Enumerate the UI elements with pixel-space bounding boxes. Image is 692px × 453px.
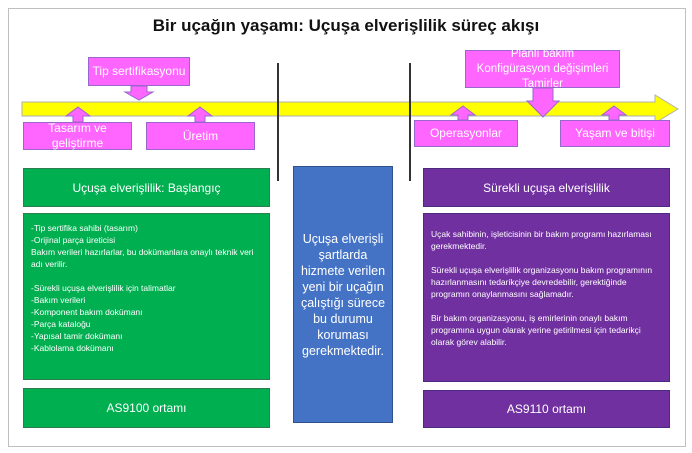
diagram-frame [8, 8, 686, 447]
continuing-paragraph: Bir bakım organizasyonu, iş emirlerinin … [431, 313, 641, 347]
initial-body: -Tip sertifika sahibi (tasarım) -Orijina… [23, 213, 270, 380]
divider-line [277, 63, 279, 181]
center-note: Uçuşa elverişli şartlarda hizmete verile… [293, 166, 393, 423]
arrow-planli-bakim [525, 87, 561, 118]
timeline-arrow [21, 94, 679, 124]
initial-line: -Tip sertifika sahibi (tasarım) [31, 223, 138, 233]
initial-line: -Orijinal parça üreticisi [31, 235, 116, 245]
arrow-tip-sertifikasyonu [123, 85, 155, 101]
arrow-operasyonlar [449, 105, 477, 121]
initial-line: -Bakım verileri [31, 295, 86, 305]
phase-tasarim: Tasarım ve geliştirme [23, 121, 132, 150]
initial-line: -Parça kataloğu [31, 319, 91, 329]
continuing-footer: AS9110 ortamı [423, 390, 670, 428]
initial-footer: AS9100 ortamı [23, 388, 270, 428]
phase-planli-bakim: Planlı bakım Konfigürasyon değişimleri T… [465, 48, 620, 90]
initial-line: -Sürekli uçuşa elverişlilik için talimat… [31, 283, 176, 293]
initial-line: -Kablolama dokümanı [31, 343, 114, 353]
phase-operasyonlar: Operasyonlar [414, 120, 518, 147]
divider-line [409, 63, 411, 181]
continuing-header: Sürekli uçuşa elverişlilik [423, 168, 670, 207]
continuing-paragraph: Sürekli uçuşa elverişlilik organizasyonu… [431, 265, 653, 299]
initial-line: -Yapısal tamir dokümanı [31, 331, 123, 341]
arrow-yasam [600, 105, 628, 121]
diagram-title: Bir uçağın yaşamı: Uçuşa elverişlilik sü… [152, 16, 540, 35]
phase-yasam: Yaşam ve bitişi [560, 120, 670, 147]
continuing-body: Uçak sahibinin, işleticisinin bir bakım … [423, 213, 670, 382]
initial-line: -Komponent bakım dokümanı [31, 307, 143, 317]
initial-header: Uçuşa elverişlilik: Başlangıç [23, 168, 270, 207]
initial-line: Bakım verileri hazırlarlar, bu dokümanla… [31, 247, 254, 269]
phase-tip-sertifikasyonu: Tip sertifikasyonu [88, 57, 190, 86]
arrow-uretim [186, 106, 214, 123]
continuing-paragraph: Uçak sahibinin, işleticisinin bir bakım … [431, 229, 652, 251]
arrow-tasarim [64, 106, 92, 123]
phase-uretim: Üretim [146, 122, 255, 150]
